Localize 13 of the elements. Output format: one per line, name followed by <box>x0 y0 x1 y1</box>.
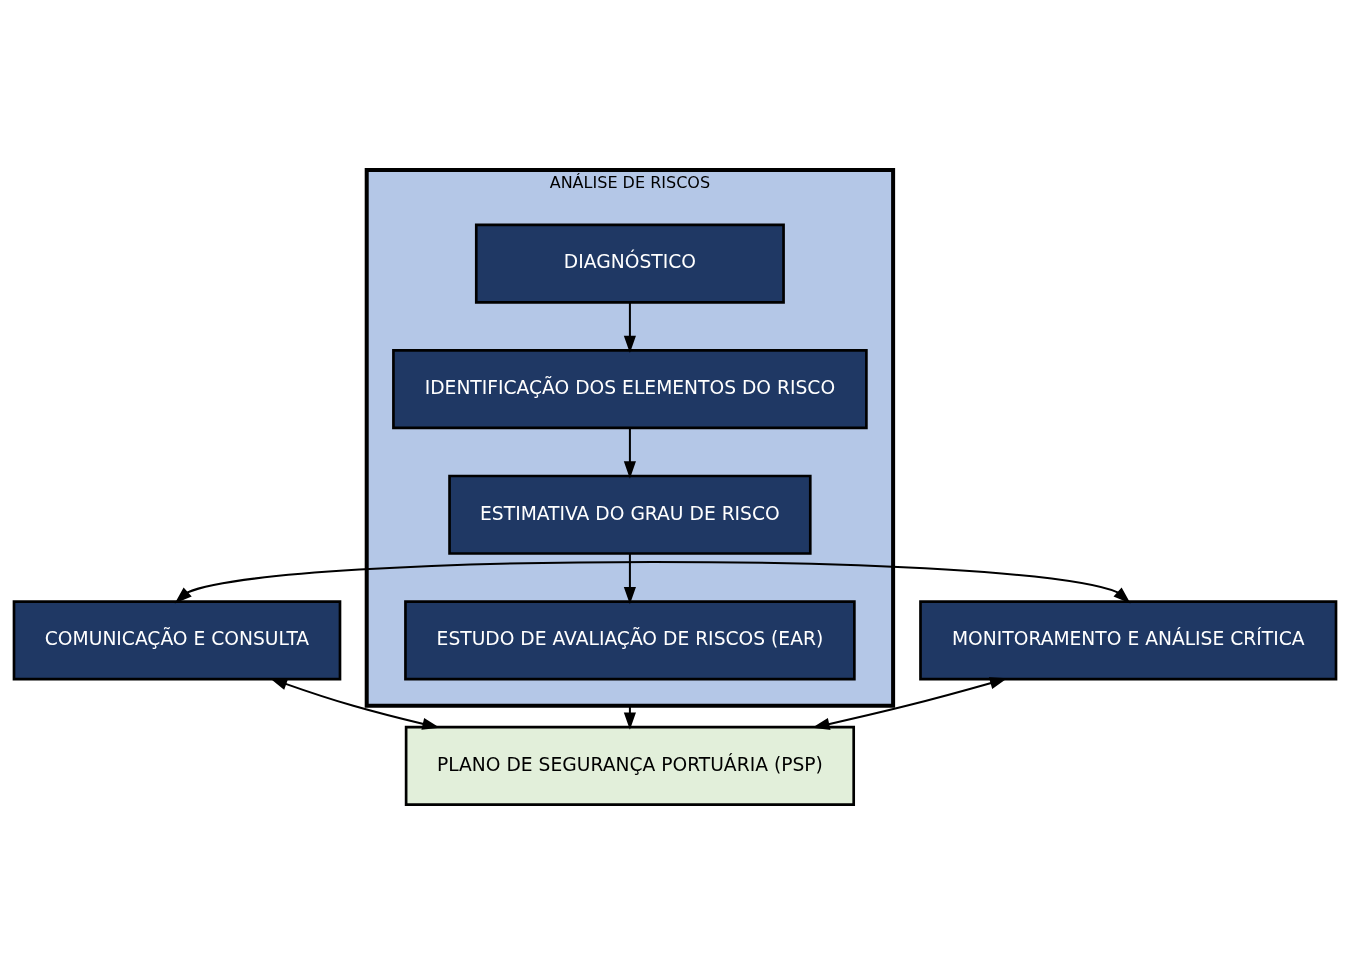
node-box: PLANO DE SEGURANÇA PORTUÁRIA (PSP) <box>404 725 856 806</box>
arrow <box>812 676 1008 730</box>
node-box: DIAGNÓSTICO <box>474 222 785 304</box>
arrow <box>623 552 636 604</box>
node-box: MONITORAMENTO E ANÁLISE CRÍTICA <box>919 599 1338 680</box>
node-box: ESTUDO DE AVALIAÇÃO DE RISCOS (EAR) <box>404 599 856 680</box>
arrow <box>623 300 636 353</box>
node-box: COMUNICAÇÃO E CONSULTA <box>12 599 342 680</box>
node-box: IDENTIFICAÇÃO DOS ELEMENTOS DO RISCO <box>392 348 868 429</box>
arrow <box>623 426 636 479</box>
arrow <box>269 677 440 730</box>
arrow <box>174 560 1131 604</box>
node-box: ESTIMATIVA DO GRAU DE RISCO <box>448 474 812 555</box>
